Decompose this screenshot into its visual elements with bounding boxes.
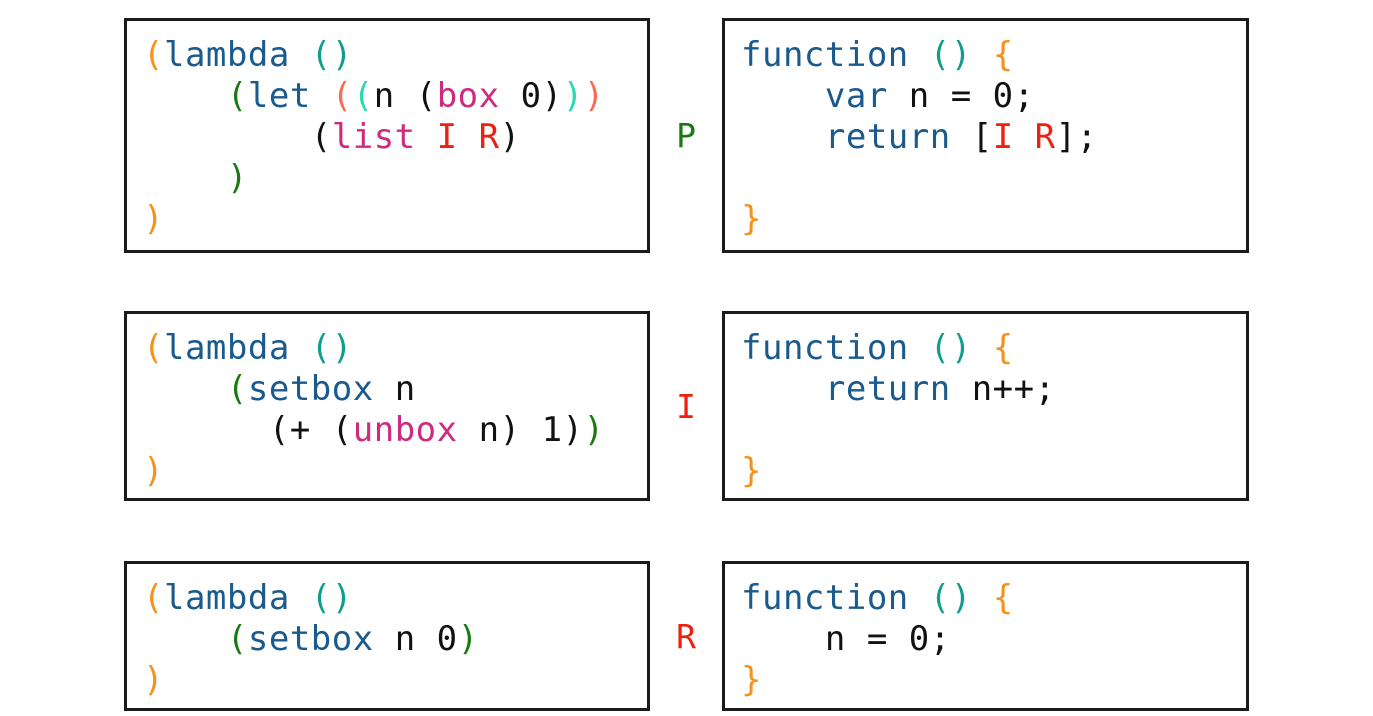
code-line: function () { [741,35,1014,75]
row-r: (lambda () (setbox n 0) ) R function () … [0,561,1373,711]
javascript-code-box-r: function () { n = 0; } [722,561,1249,711]
code-line: (setbox n 0) [226,619,479,659]
code-line: return [I R]; [824,117,1098,157]
code-line: (list I R) [310,117,521,157]
javascript-code-box-p: function () { var n = 0; return [I R]; } [722,18,1249,253]
code-line: (setbox n [226,369,416,409]
row-label-r: R [676,616,696,656]
code-line: ) [143,199,164,239]
code-line: (lambda () [143,35,353,75]
code-line: function () { [741,578,1014,618]
code-line: ) [143,451,164,491]
code-line [741,410,1246,451]
code-line: n = 0; [824,619,951,659]
scheme-code-box-r: (lambda () (setbox n 0) ) [124,561,650,711]
row-i: (lambda () (setbox n (+ (unbox n) 1)) ) … [0,311,1373,501]
code-line [741,158,1246,199]
row-label-i: I [676,386,696,426]
row-label-p: P [676,116,696,155]
code-line: } [741,199,762,239]
javascript-code-box-i: function () { return n++; } [722,311,1249,501]
code-line: (lambda () [143,328,353,368]
code-line: ) [226,158,248,198]
scheme-code-box-p: (lambda () (let ((n (box 0))) (list I R)… [124,18,650,253]
code-line: ) [143,660,164,700]
code-line: (let ((n (box 0))) [226,76,605,116]
scheme-code-box-i: (lambda () (setbox n (+ (unbox n) 1)) ) [124,311,650,501]
code-line: (+ (unbox n) 1)) [268,410,605,450]
code-line: } [741,451,762,491]
code-line: var n = 0; [824,76,1035,116]
code-line: return n++; [824,369,1056,409]
code-line: (lambda () [143,578,353,618]
row-p: (lambda () (let ((n (box 0))) (list I R)… [0,18,1373,253]
code-line: } [741,660,762,700]
code-line: function () { [741,328,1014,368]
